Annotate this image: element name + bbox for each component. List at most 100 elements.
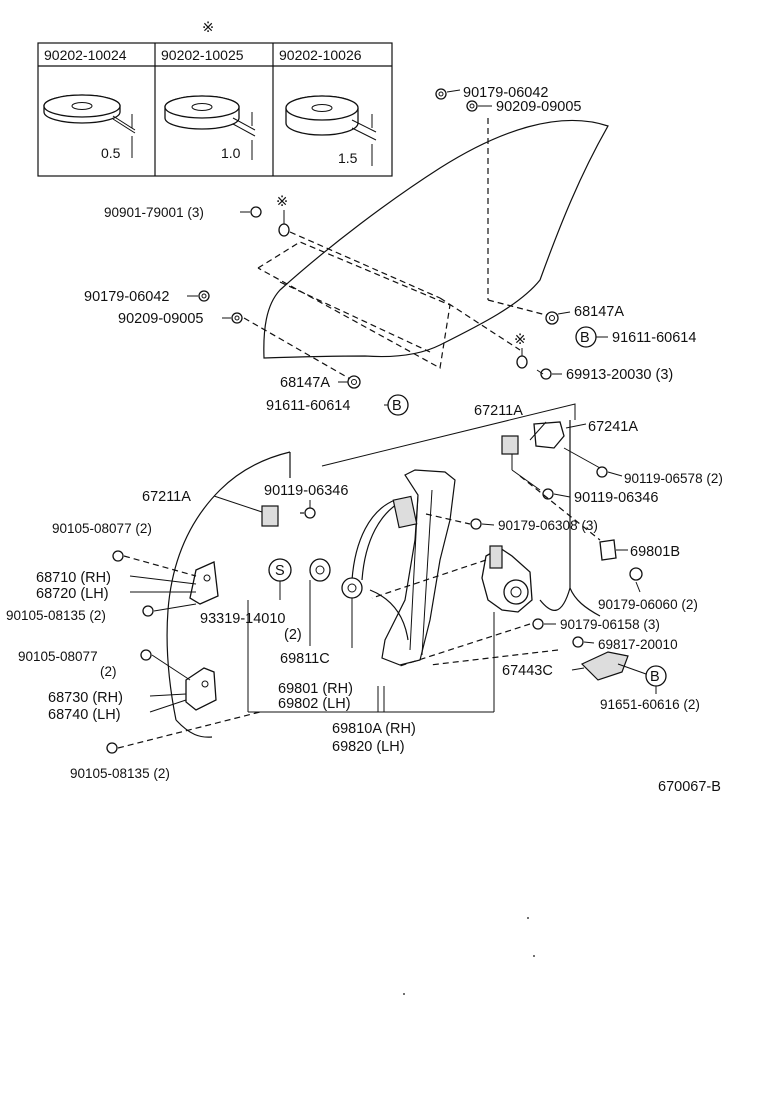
part-label: 91611-60614 (266, 398, 350, 414)
table-header-cell: 90202-10026 (279, 47, 362, 63)
regulator-motor (481, 545, 533, 613)
clip-67211a-right (501, 435, 519, 455)
part-label: (2) (100, 664, 117, 679)
part-label: 68710 (RH) (36, 570, 111, 586)
scan-specks (403, 917, 535, 995)
part-label: 68730 (RH) (48, 690, 123, 706)
washer-thickness: 0.5 (101, 145, 121, 161)
part-label: 90179-06042 (84, 289, 169, 305)
part-label: 90209-09005 (496, 99, 581, 115)
bolt-icon (536, 368, 552, 380)
part-label: 93319-14010 (200, 611, 285, 627)
washer-thickness: 1.5 (338, 150, 358, 166)
svg-text:B: B (580, 330, 590, 346)
part-label: 69811C (280, 651, 330, 667)
part-label: 67241A (588, 419, 638, 435)
part-label: 91651-60616 (2) (600, 697, 700, 712)
bolt-icon (596, 466, 608, 478)
part-label: 67211A (474, 403, 523, 419)
part-label: 68720 (LH) (36, 586, 109, 602)
washer-icon (285, 95, 377, 166)
part-label: 69817-20010 (598, 637, 678, 652)
weatherstrip-67241a (533, 421, 565, 449)
part-label: 90179-06308 (3) (498, 518, 598, 533)
window-regulator (351, 469, 456, 666)
part-label: 68147A (280, 375, 330, 391)
hinge-upper (189, 561, 219, 605)
part-label: 69913-20030 (3) (566, 367, 673, 383)
part-label: 90179-06060 (2) (598, 597, 698, 612)
nut-icon (435, 88, 447, 100)
part-label: 90119-06578 (2) (624, 471, 723, 486)
svg-text:B: B (392, 398, 402, 414)
part-label: 69802 (LH) (278, 696, 351, 712)
part-label: 67443C (502, 663, 553, 679)
reference-circle-s: S (268, 558, 292, 582)
diagram-id: 670067-B (658, 779, 721, 795)
door-glass (243, 118, 609, 381)
part-label: 67211A (142, 489, 191, 505)
washer-small-icon (572, 636, 584, 648)
part-label: 90105-08135 (2) (6, 608, 106, 623)
table-frame (37, 42, 393, 177)
part-label: 69810A (RH) (332, 721, 416, 737)
table-header-cell: 90202-10025 (161, 47, 244, 63)
washer-small-icon (466, 100, 478, 112)
part-label: 90105-08135 (2) (70, 766, 170, 781)
part-label: 68740 (LH) (48, 707, 121, 723)
part-label: (2) (284, 627, 302, 643)
door-inner-panel (166, 403, 601, 738)
asterisk-marker: ※ (514, 332, 526, 348)
washer-thickness: 1.0 (221, 145, 241, 161)
nut-icon (629, 567, 643, 581)
part-label: 90209-09005 (118, 311, 203, 327)
part-label: 69801B (630, 544, 680, 560)
part-label: 90119-06346 (574, 490, 658, 506)
svg-text:B: B (650, 669, 660, 685)
bolt-icon (106, 742, 118, 754)
washer-icon (164, 95, 256, 160)
washer-small-icon (231, 312, 243, 324)
leader-lines (117, 89, 657, 749)
reference-circle-b: B (645, 665, 667, 687)
part-label: 90901-79001 (3) (104, 205, 204, 220)
cushion-67443c (580, 651, 629, 681)
clip-67211a-left (261, 505, 279, 527)
spacer-icon (516, 355, 528, 369)
part-label: 90179-06042 (463, 85, 548, 101)
nut-icon (532, 618, 544, 630)
nut-icon (470, 518, 482, 530)
glass-channel-icon (545, 311, 559, 325)
washer-selection-table: ※ 90202-10024 90202-10025 90202-10026 0.… (37, 20, 393, 177)
clip-69801b (599, 539, 617, 561)
table-header-cell: 90202-10024 (44, 47, 127, 63)
asterisk-marker: ※ (202, 20, 214, 36)
bolt-icon (112, 550, 124, 562)
reference-circle-b: B (575, 326, 597, 348)
reference-circle-b: B (387, 394, 409, 416)
part-label: 68147A (574, 304, 624, 320)
bolt-icon (142, 605, 154, 617)
part-label: 90105-08077 (18, 649, 98, 664)
hinge-lower (185, 667, 217, 711)
svg-text:S: S (275, 563, 285, 579)
part-label: 90119-06346 (264, 483, 348, 499)
part-label: 91611-60614 (612, 330, 696, 346)
part-label: 90105-08077 (2) (52, 521, 152, 536)
bolt-icon (140, 649, 152, 661)
washer-icon (43, 94, 136, 158)
asterisk-marker: ※ (276, 194, 288, 210)
part-label: 69820 (LH) (332, 739, 405, 755)
part-label: 69801 (RH) (278, 681, 353, 697)
bolt-icon (304, 507, 316, 519)
spacer-icon (278, 223, 290, 237)
part-labels: 90179-06042 90209-09005 90901-79001 (3) … (6, 85, 723, 795)
nut-icon (198, 290, 210, 302)
cable-pulley (341, 577, 363, 599)
bracket-69811c (309, 558, 331, 582)
bolt-icon (542, 488, 554, 500)
clip-icon (250, 206, 262, 218)
part-label: 90179-06158 (3) (560, 617, 660, 632)
